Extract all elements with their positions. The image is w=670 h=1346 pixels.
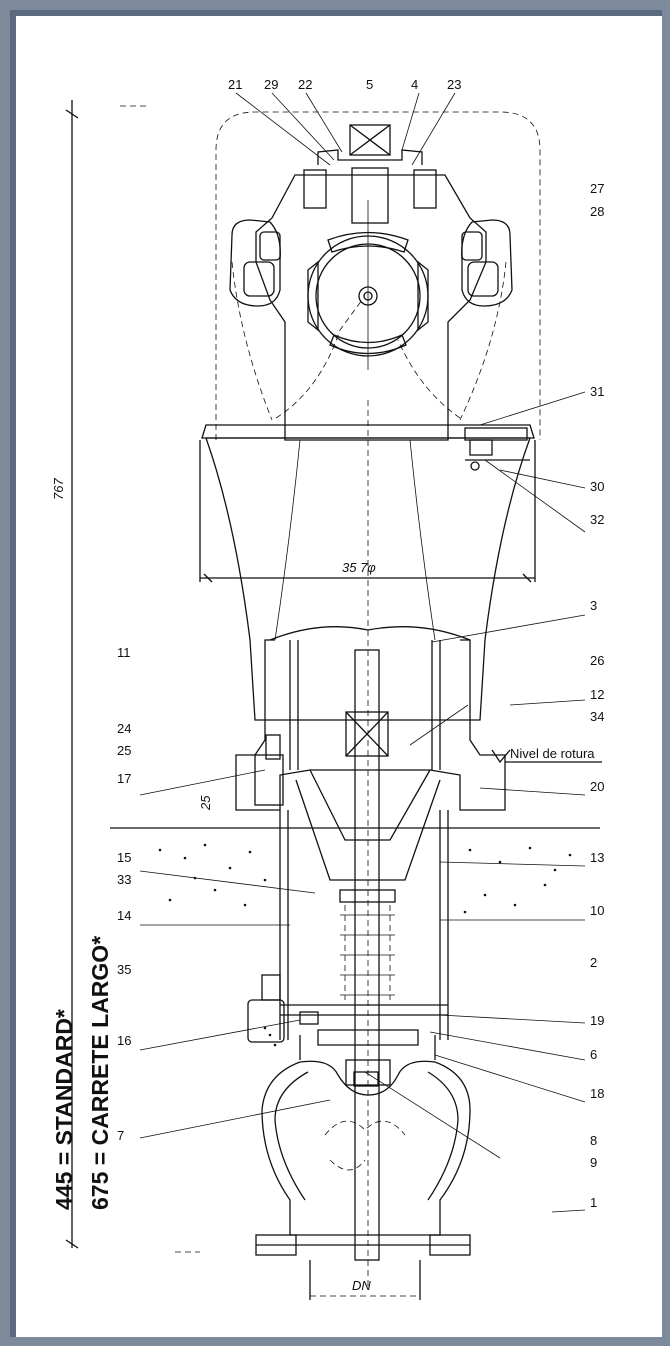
label-32: 32 xyxy=(590,512,604,527)
main-valve xyxy=(299,1029,436,1096)
width-value: 35 7φ xyxy=(342,560,376,575)
label-2: 2 xyxy=(590,955,597,970)
label-5: 5 xyxy=(366,77,373,92)
label-20: 20 xyxy=(590,779,604,794)
left-outlet xyxy=(229,219,281,307)
label-6: 6 xyxy=(590,1047,597,1062)
label-28: 28 xyxy=(590,204,604,219)
label-7: 7 xyxy=(117,1128,124,1143)
chain-right-inner xyxy=(397,339,461,419)
head-envelope xyxy=(215,111,541,440)
label-11: 11 xyxy=(117,645,131,660)
label-18: 18 xyxy=(590,1086,604,1101)
label-26: 26 xyxy=(590,653,604,668)
label-8: 8 xyxy=(590,1133,597,1148)
operating-nut xyxy=(303,124,437,224)
leader-lines xyxy=(139,92,586,1213)
elbow-shoe xyxy=(261,1061,471,1236)
label-35: 35 xyxy=(117,962,131,977)
part-labels: 21 29 22 5 4 23 27 28 31 30 32 3 11 26 1… xyxy=(117,77,604,1210)
label-13: 13 xyxy=(590,850,604,865)
main-outlet-cap xyxy=(307,200,429,370)
lower-barrel-left xyxy=(279,810,289,1040)
barrel-facet-left xyxy=(274,439,301,641)
ground-dimension: 25 xyxy=(198,795,213,811)
height-dimension: 767 xyxy=(51,100,150,1249)
label-21: 21 xyxy=(228,77,242,92)
right-outlet xyxy=(461,219,513,307)
label-22: 22 xyxy=(298,77,312,92)
label-25: 25 xyxy=(117,743,131,758)
label-1: 1 xyxy=(590,1195,597,1210)
label-16: 16 xyxy=(117,1033,131,1048)
label-27: 27 xyxy=(590,181,604,196)
elbow-inner xyxy=(274,1071,459,1201)
soil-texture xyxy=(158,843,572,1047)
stem-coupling xyxy=(345,711,389,757)
barrel-left-wall xyxy=(205,437,275,721)
label-29: 29 xyxy=(264,77,278,92)
label-15: 15 xyxy=(117,850,131,865)
hydrant-cross-section-diagram: 21 29 22 5 4 23 27 28 31 30 32 3 11 26 1… xyxy=(51,77,604,1300)
standard-annotation: 445 = STANDARD* xyxy=(51,1009,77,1210)
flange-bolt xyxy=(464,427,530,471)
lower-flange xyxy=(280,1004,448,1016)
elbow-hidden-lines xyxy=(324,1120,406,1171)
drain-port xyxy=(299,1011,319,1025)
barrel-right-wall xyxy=(460,437,531,721)
hydrant-head xyxy=(255,174,487,441)
lower-barrel-right xyxy=(439,810,449,1040)
spring-seat xyxy=(339,889,396,903)
label-34: 34 xyxy=(590,709,604,724)
drain-valve xyxy=(247,974,285,1043)
long-spool-annotation: 675 = CARRETE LARGO* xyxy=(87,936,113,1210)
label-33: 33 xyxy=(117,872,131,887)
chain-left-inner xyxy=(275,299,363,419)
label-24: 24 xyxy=(117,721,131,736)
label-3: 3 xyxy=(590,598,597,613)
breakaway-collar xyxy=(235,719,506,881)
barrel-facet-right xyxy=(409,439,436,641)
height-value: 767 xyxy=(51,478,66,500)
width-dimension: 35 7φ xyxy=(199,440,536,583)
drawing-frame: 21 29 22 5 4 23 27 28 31 30 32 3 11 26 1… xyxy=(10,10,662,1337)
dn-dimension: DN xyxy=(309,1260,421,1300)
chain-left-outer xyxy=(231,261,273,421)
label-12: 12 xyxy=(590,687,604,702)
inner-pipe-upper xyxy=(289,640,441,770)
break-level-callout: Nivel de rotura xyxy=(491,746,602,764)
chain-right-outer xyxy=(459,261,507,421)
label-17: 17 xyxy=(117,771,131,786)
barrel-break-line xyxy=(269,626,471,641)
label-23: 23 xyxy=(447,77,461,92)
label-19: 19 xyxy=(590,1013,604,1028)
dn-label: DN xyxy=(352,1278,371,1293)
valve-spring xyxy=(340,905,395,1000)
break-level-label: Nivel de rotura xyxy=(510,746,595,761)
label-14: 14 xyxy=(117,908,131,923)
label-10: 10 xyxy=(590,903,604,918)
label-30: 30 xyxy=(590,479,604,494)
label-4: 4 xyxy=(411,77,418,92)
label-9: 9 xyxy=(590,1155,597,1170)
label-31: 31 xyxy=(590,384,604,399)
